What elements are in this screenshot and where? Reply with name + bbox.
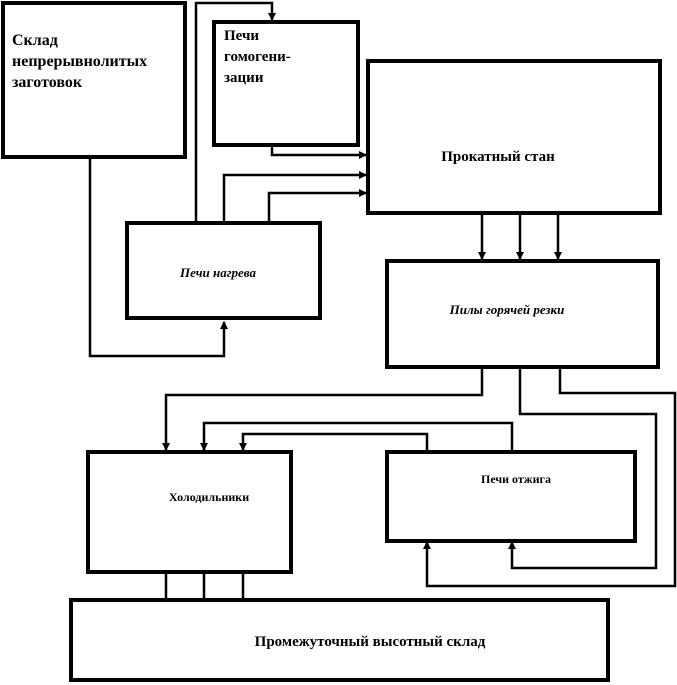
arrow-otzhig-to-holod-1	[200, 421, 514, 451]
node-pily-goryachei-rezki: Пилы горячей резки	[385, 259, 660, 369]
node-label-line: гомогени-	[224, 49, 291, 65]
node-pechi-otzhiga: Печи отжига	[385, 450, 637, 543]
arrow-nagrev-to-gomogen	[194, 1, 276, 222]
node-pechi-nagreva: Печи нагрева	[125, 221, 322, 320]
node-label-line: зации	[224, 70, 264, 86]
node-label: Пилы горячей резки	[449, 302, 565, 317]
node-promezhutochnyi-sklad: Промежуточный высотный склад	[69, 598, 610, 682]
node-pechi-gomogenizacii: Печи гомогени- зации	[212, 20, 360, 147]
arrow-pily-to-otzhig-2	[423, 367, 677, 588]
node-label-line: Печи	[224, 28, 259, 44]
node-label: Печи отжига	[481, 472, 551, 486]
node-label-line: Склад	[12, 32, 58, 49]
arrow-otzhig-to-holod-2	[239, 432, 429, 451]
node-label: Прокатный стан	[441, 149, 555, 165]
node-holodilniki: Холодильники	[86, 450, 293, 574]
node-label-line: заготовок	[12, 74, 83, 91]
node-label: Печи нагрева	[179, 265, 257, 280]
arrow-gomogen-to-stan	[270, 145, 367, 159]
arrow-nagrev-to-stan-2	[267, 189, 367, 222]
node-label: Промежуточный высотный склад	[255, 634, 486, 650]
node-label: Холодильники	[169, 490, 249, 504]
arrow-pily-to-holod	[162, 367, 484, 451]
arrow-nagrev-to-stan-1	[222, 171, 367, 222]
node-sklad-zagotovok: Склад непрерывнолитых заготовок	[1, 1, 187, 159]
arrow-sklad-to-nagrev	[88, 157, 228, 358]
arrow-pily-to-otzhig-1	[508, 367, 658, 570]
node-prokatnyi-stan: Прокатный стан	[366, 59, 662, 215]
node-label-line: непрерывнолитых	[12, 53, 147, 70]
